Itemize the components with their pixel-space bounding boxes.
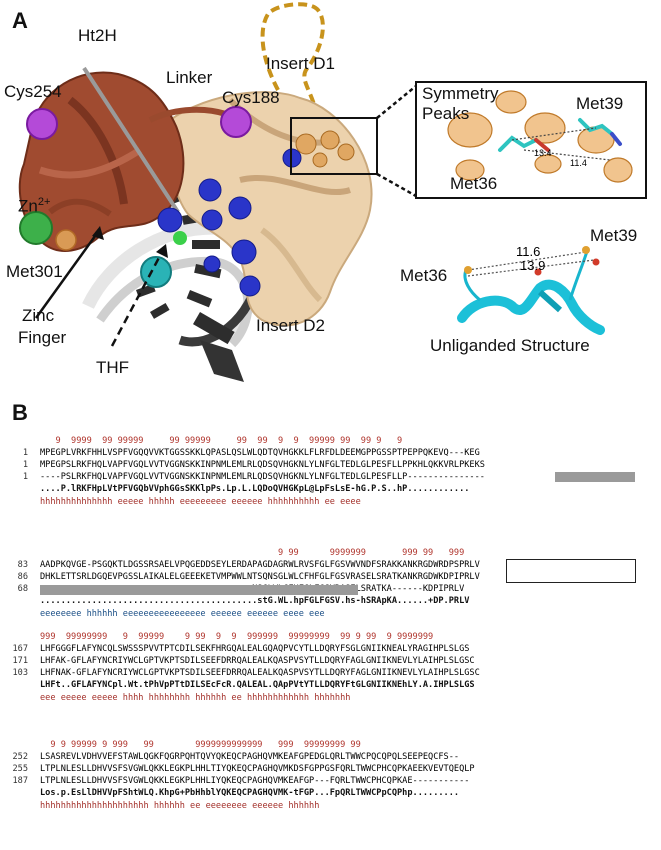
conservation-nines: 9 99 9999999 999 99 999: [40, 548, 465, 558]
label-symmetry: Symmetry: [422, 84, 499, 103]
gap-bar: [555, 472, 635, 482]
conservation-nines: 999 99999999 9 99999 9 99 9 9 999999 999…: [40, 632, 434, 642]
zn-mesh: [19, 211, 53, 245]
label-met36-unliganded: Met36: [400, 266, 448, 285]
secondary-structure-row: hhhhhhhhhhhhhhhhhhhhh hhhhhh ee eeeeeeee…: [40, 801, 320, 811]
orange-mesh-peaks: [295, 130, 355, 168]
label-thf: THF: [96, 358, 130, 377]
consensus-row: Los.p.EsLlDHVVpFShtWLQ.KhpG+PbHhblYQKEQC…: [40, 788, 460, 798]
seq-start-number: 103: [12, 668, 28, 678]
seq-start-number: 83: [17, 560, 28, 570]
alignment-block-3: 999 99999999 9 99999 9 99 9 9 999999 999…: [0, 632, 479, 720]
consensus-row: ....P.lRKFHpLVtPFVGQbVVphGGsSKKlpPs.Lp.L…: [40, 484, 470, 494]
label-peaks: Peaks: [422, 104, 470, 123]
panel-b-letter: B: [12, 400, 28, 425]
label-met39-inset: Met39: [576, 94, 624, 113]
conservation-nines: 9 9999 99 99999 99 99999 99 99 9 9 99999…: [40, 436, 403, 446]
label-cys254: Cys254: [4, 82, 62, 101]
cyan-mesh: [140, 256, 172, 288]
sequence-row: ----PSLRKFHQLVAPFVGQLVVTVGGNSKKINPNMLEML…: [40, 472, 485, 482]
sequence-row: AADPKQVGE-PSGQKTLDGSSRSAELVPQGEDDSEYLERD…: [40, 560, 480, 570]
seq-start-number: 1: [22, 460, 28, 470]
label-linker: Linker: [166, 68, 213, 87]
label-met301: Met301: [6, 262, 63, 281]
label-dist-13-4: 13.4: [534, 148, 552, 158]
seq-start-number: 1: [22, 472, 28, 482]
sequence-row: DHKLETTSRLDGQEVPGSSLAIKALELGEEEKETVMPWWL…: [40, 572, 480, 582]
label-ht2h: Ht2H: [78, 26, 117, 45]
seq-start-number: 68: [17, 584, 28, 594]
seq-start-number: 1: [22, 448, 28, 458]
seq-start-number: 252: [12, 752, 28, 762]
secondary-structure-row: eee eeeee eeeee hhhh hhhhhhhh hhhhhh ee …: [40, 693, 351, 703]
seq-start-number: 167: [12, 644, 28, 654]
cys188-mesh: [220, 106, 252, 138]
insert-d1-loop: [260, 2, 325, 113]
alignment-block-2: 9 99 9999999 999 99 999 83 AADPKQVGE-PSGQ…: [0, 548, 480, 636]
alignment-block-1: 9 9999 99 99999 99 99999 99 99 9 9 99999…: [0, 436, 485, 524]
label-cys188: Cys188: [222, 88, 280, 107]
inset-source-box: [290, 117, 378, 175]
protein-structure-figure: [18, 2, 647, 382]
ht2h-helix: [82, 66, 180, 214]
label-insert-d1: Insert D1: [266, 54, 335, 73]
met301-mesh: [55, 229, 77, 251]
sequence-row: LHFNAK-GFLAFYNCRIYWCLGPTVKPTSDILSEEFDRRQ…: [40, 668, 480, 678]
label-zinc: Zinc: [22, 306, 55, 325]
conservation-nines: 9 9 99999 9 999 99 9999999999999 999 999…: [40, 740, 361, 750]
wheat-domain: [165, 91, 373, 327]
sequence-row: LHFGGGFLAFYNCQLSWSSSPVVTPTCDILSEKFHRGQAL…: [40, 644, 470, 654]
alignment-block-4: 9 9 99999 9 999 99 9999999999999 999 999…: [0, 740, 474, 828]
gap-bar: [40, 585, 358, 595]
label-finger: Finger: [18, 328, 67, 347]
label-met36-inset: Met36: [450, 174, 498, 193]
label-dist-13-9: 13.9: [520, 258, 546, 273]
cys254-mesh: [26, 108, 58, 140]
label-arrows: [34, 231, 164, 347]
secondary-structure-row: hhhhhhhhhhhhhh eeeee hhhhh eeeeeeeee eee…: [40, 497, 361, 507]
sequence-row: LSASREVLVDHVVEFSTAWLQGKFQGRPQHTQVYQKEQCP…: [40, 752, 460, 762]
seq-start-number: 171: [12, 656, 28, 666]
thf-nucleotide: [200, 340, 244, 382]
sequence-row: LTPLNLESLLDHVVSFSVGWLQKKLEGKPLHHLTIYQKEQ…: [40, 764, 475, 774]
label-dist-11-4: 11.4: [570, 158, 587, 168]
label-insert-d2: Insert D2: [256, 316, 325, 335]
sequence-row: MPEGPLVRKFHHLVSPFVGQQVVKTGGSSKKLQPASLQSL…: [40, 448, 480, 458]
label-zn: Zn2+: [18, 196, 51, 216]
seq-start-number: 86: [17, 572, 28, 582]
unliganded-helix-ribbon: [457, 279, 605, 335]
sequence-row: MPEGPSLRKFHQLVAPFVGQLVVTVGGNSKKINPNMLEML…: [40, 460, 485, 470]
seq-start-number: 255: [12, 764, 28, 774]
label-met39-unliganded: Met39: [590, 226, 638, 245]
label-unliganded-structure: Unliganded Structure: [430, 336, 590, 355]
consensus-row: LHFt..GFLAFYNCpl.Wt.tPhVpPTtDILSEcFcR.QA…: [40, 680, 475, 690]
seq-start-number: 187: [12, 776, 28, 786]
sequence-row: LHFAK-GFLAFYNCRIYWCLGPTVKPTSDILSEEFDRRQA…: [40, 656, 475, 666]
label-dist-11-6: 11.6: [516, 244, 541, 259]
sequence-row: LTPLNLESLLDHVVSFSVGWLQKKLEGKPLHHLIYQKEQC…: [40, 776, 470, 786]
consensus-row: ........................................…: [40, 596, 470, 606]
secondary-structure-row: eeeeeeee hhhhhh eeeeeeeeeeeeeeee eeeeee …: [40, 609, 325, 619]
inset-orange-peaks: [447, 90, 633, 183]
panel-a-letter: A: [12, 8, 28, 33]
green-mesh-small: [173, 231, 187, 245]
nls-box: [506, 559, 636, 583]
